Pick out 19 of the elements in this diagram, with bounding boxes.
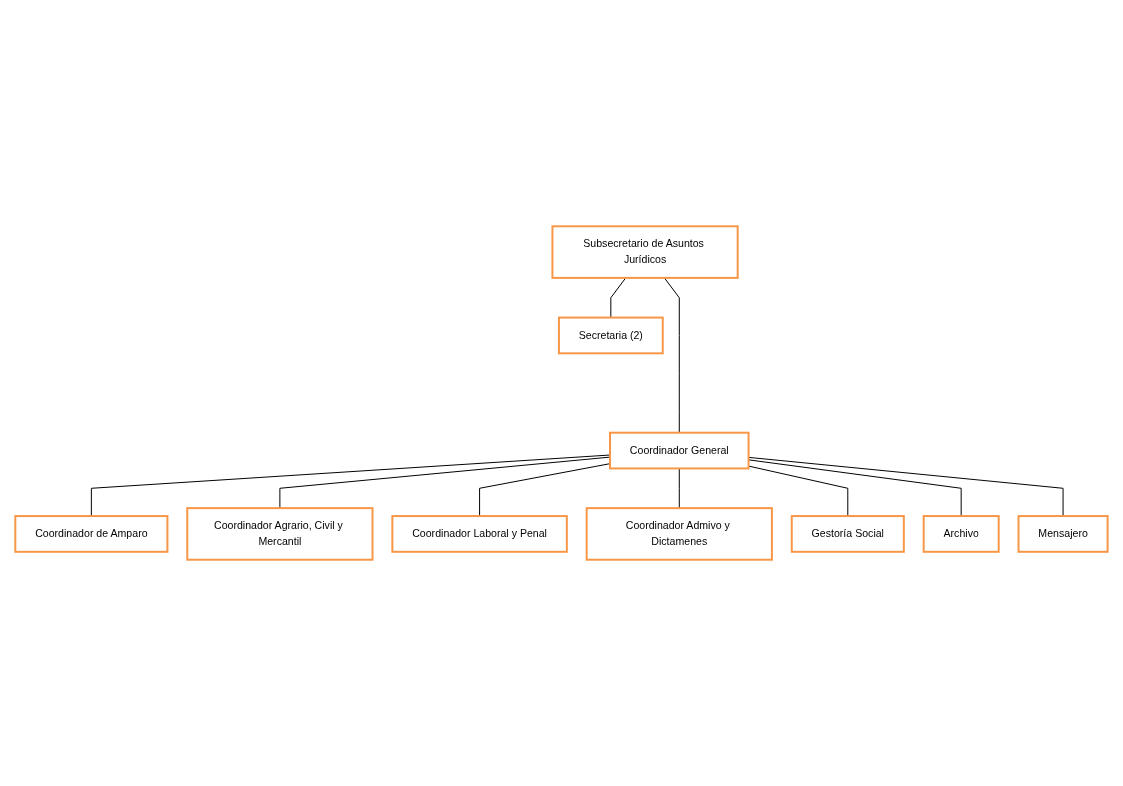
node-box: Coordinador General xyxy=(609,431,750,470)
node-box: Coordinador Laboral y Penal xyxy=(391,515,568,553)
node-box: Gestoría Social xyxy=(790,515,905,553)
node-box: Coordinador de Amparo xyxy=(14,515,169,553)
connector xyxy=(748,465,849,517)
connector xyxy=(279,456,611,509)
connector xyxy=(479,463,611,517)
node-box: Coordinador Agrario, Civil y Mercantil xyxy=(186,507,374,561)
node-box: Coordinador Admivo y Dictamenes xyxy=(585,507,773,561)
connector xyxy=(678,467,680,509)
connector xyxy=(663,277,680,434)
node-box: Archivo xyxy=(922,515,1000,553)
connector xyxy=(90,454,611,517)
node-box: Mensajero xyxy=(1017,515,1109,553)
node-box: Subsecretario de Asuntos Jurídicos xyxy=(551,225,739,279)
connector xyxy=(748,459,962,517)
connector xyxy=(748,456,1064,517)
connector xyxy=(610,277,627,319)
node-box: Secretaria (2) xyxy=(557,316,664,355)
